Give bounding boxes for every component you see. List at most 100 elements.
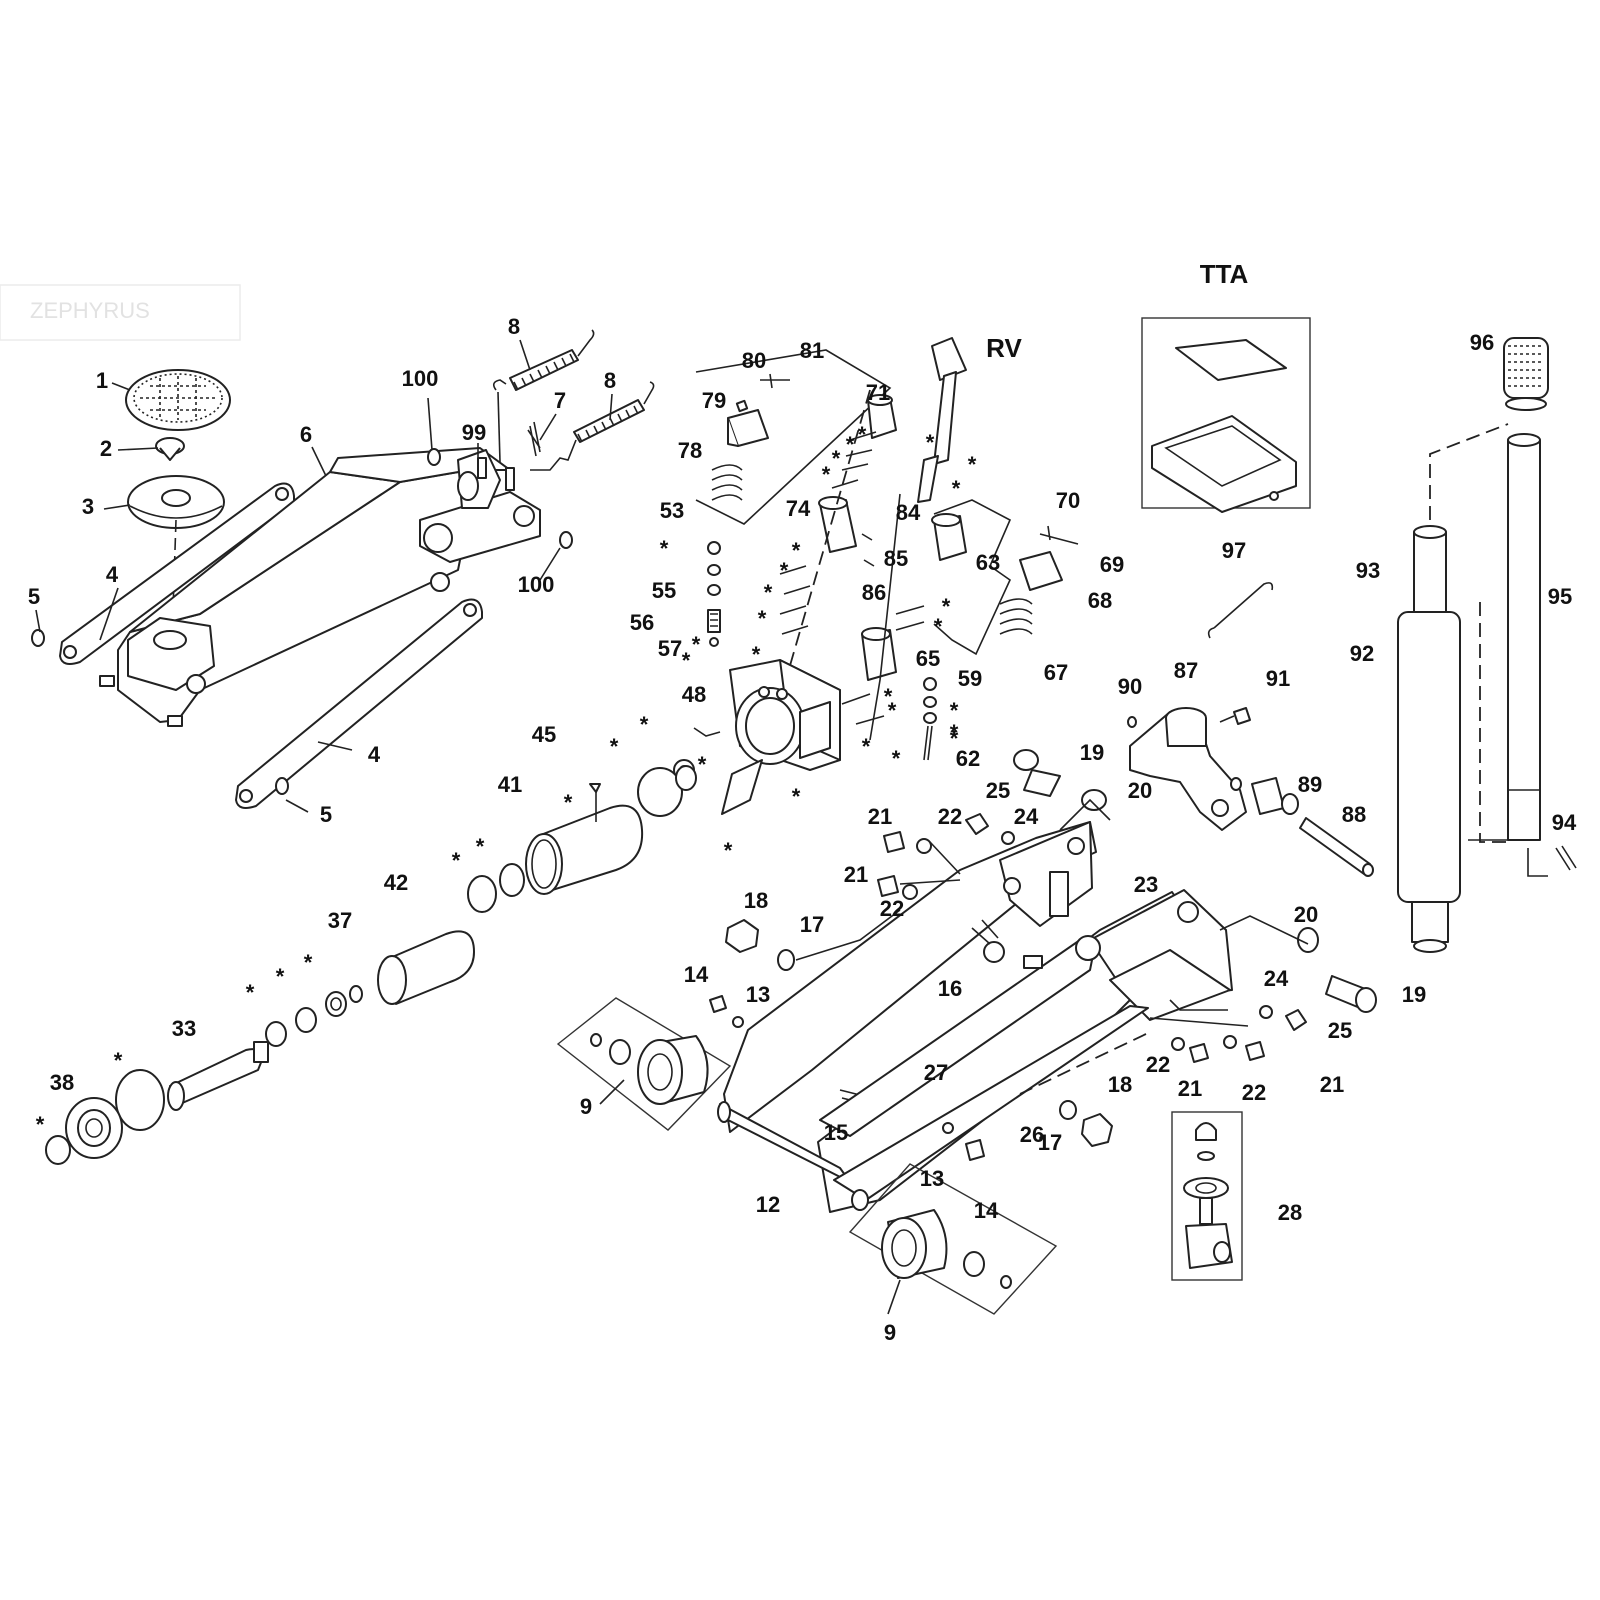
callout-1: 1: [96, 368, 108, 393]
callout-70: 70: [1056, 488, 1080, 513]
callout-90: 90: [1118, 674, 1142, 699]
callout-100: 100: [402, 366, 439, 391]
spring-left: [492, 329, 595, 463]
callout-88: 88: [1342, 802, 1366, 827]
spring-right: [530, 381, 655, 471]
seal-kit-marks: * * * * * * * * * * * * * * * * * * * * …: [36, 422, 977, 1137]
callout-59: 59: [958, 666, 982, 691]
seal-mark: *: [660, 536, 669, 561]
seal-mark: *: [952, 476, 961, 501]
seal-mark: *: [114, 1048, 123, 1073]
seal-mark: *: [934, 614, 943, 639]
callout-57: 57: [658, 636, 682, 661]
seal-mark: *: [950, 698, 959, 723]
callout-53: 53: [660, 498, 684, 523]
callout-80: 80: [742, 348, 766, 373]
seal-mark: *: [822, 462, 831, 487]
seal-mark: *: [832, 446, 841, 471]
seal-mark: *: [926, 430, 935, 455]
callout-13: 13: [746, 982, 770, 1007]
callout-22: 22: [1242, 1080, 1266, 1105]
callout-92: 92: [1350, 641, 1374, 666]
callout-5: 5: [28, 584, 40, 609]
assembly-label-rv: RV: [986, 333, 1022, 363]
callout-48: 48: [682, 682, 706, 707]
callout-84: 84: [896, 500, 921, 525]
callout-86: 86: [862, 580, 886, 605]
callout-74: 74: [786, 496, 811, 521]
callout-25: 25: [986, 778, 1010, 803]
callout-12: 12: [756, 1192, 780, 1217]
seal-mark: *: [304, 950, 313, 975]
seal-mark: *: [858, 422, 867, 447]
seal-mark: *: [476, 834, 485, 859]
watermark-text: ZEPHYRUS: [30, 298, 150, 323]
callout-41: 41: [498, 772, 522, 797]
assembly-label-tta: TTA: [1200, 259, 1249, 289]
callout-23: 23: [1134, 872, 1158, 897]
callout-19: 19: [1402, 982, 1426, 1007]
callout-56: 56: [630, 610, 654, 635]
callout-labels: 1 2 3 4 4 5 5 6 7 8 8 9 9 12 13 13 14 14…: [28, 259, 1577, 1345]
ram-cylinder-assembly: [45, 765, 697, 1165]
callout-45: 45: [532, 722, 556, 747]
callout-21: 21: [868, 804, 892, 829]
callout-20: 20: [1128, 778, 1152, 803]
pump-assembly: [673, 337, 1079, 815]
front-wheel-lower: [848, 1163, 1058, 1315]
callout-55: 55: [652, 578, 676, 603]
callout-62: 62: [956, 746, 980, 771]
seal-mark: *: [780, 558, 789, 583]
callout-91: 91: [1266, 666, 1290, 691]
seal-mark: *: [682, 648, 691, 673]
seal-mark: *: [640, 712, 649, 737]
seal-mark: *: [968, 452, 977, 477]
handle-yoke-assembly: [1127, 707, 1374, 877]
seal-mark: *: [892, 746, 901, 771]
seal-mark: *: [698, 752, 707, 777]
callout-42: 42: [384, 870, 408, 895]
callout-95: 95: [1548, 584, 1572, 609]
callout-99: 99: [462, 420, 486, 445]
callout-22: 22: [1146, 1052, 1170, 1077]
callout-94: 94: [1552, 810, 1577, 835]
callout-37: 37: [328, 908, 352, 933]
callout-9: 9: [580, 1094, 592, 1119]
callout-2: 2: [100, 436, 112, 461]
caster-wheel: [1171, 1111, 1243, 1281]
seal-mark: *: [862, 734, 871, 759]
seal-mark: *: [724, 838, 733, 863]
callout-15: 15: [824, 1120, 848, 1145]
callout-5: 5: [320, 802, 332, 827]
callout-6: 6: [300, 422, 312, 447]
callout-24: 24: [1264, 966, 1289, 991]
seal-mark: *: [792, 784, 801, 809]
seal-mark: *: [884, 684, 893, 709]
callout-27: 27: [924, 1060, 948, 1085]
callout-21: 21: [844, 862, 868, 887]
seal-mark: *: [846, 432, 855, 457]
seal-mark: *: [276, 964, 285, 989]
frame-assembly: [709, 749, 1377, 1213]
callout-25: 25: [1328, 1018, 1352, 1043]
callout-17: 17: [800, 912, 824, 937]
callout-21: 21: [1178, 1076, 1202, 1101]
callout-87: 87: [1174, 658, 1198, 683]
callout-22: 22: [938, 804, 962, 829]
callout-8: 8: [508, 314, 520, 339]
callout-38: 38: [50, 1070, 74, 1095]
callout-21: 21: [1320, 1072, 1344, 1097]
seal-mark: *: [758, 606, 767, 631]
callout-13: 13: [920, 1166, 944, 1191]
callout-65: 65: [916, 646, 940, 671]
callout-63: 63: [976, 550, 1000, 575]
callout-100: 100: [518, 572, 555, 597]
callout-18: 18: [744, 888, 768, 913]
seal-mark: *: [246, 980, 255, 1005]
callout-4: 4: [368, 742, 381, 767]
callout-81: 81: [800, 338, 824, 363]
callout-14: 14: [684, 962, 709, 987]
callout-24: 24: [1014, 804, 1039, 829]
callout-78: 78: [678, 438, 702, 463]
callout-18: 18: [1108, 1072, 1132, 1097]
